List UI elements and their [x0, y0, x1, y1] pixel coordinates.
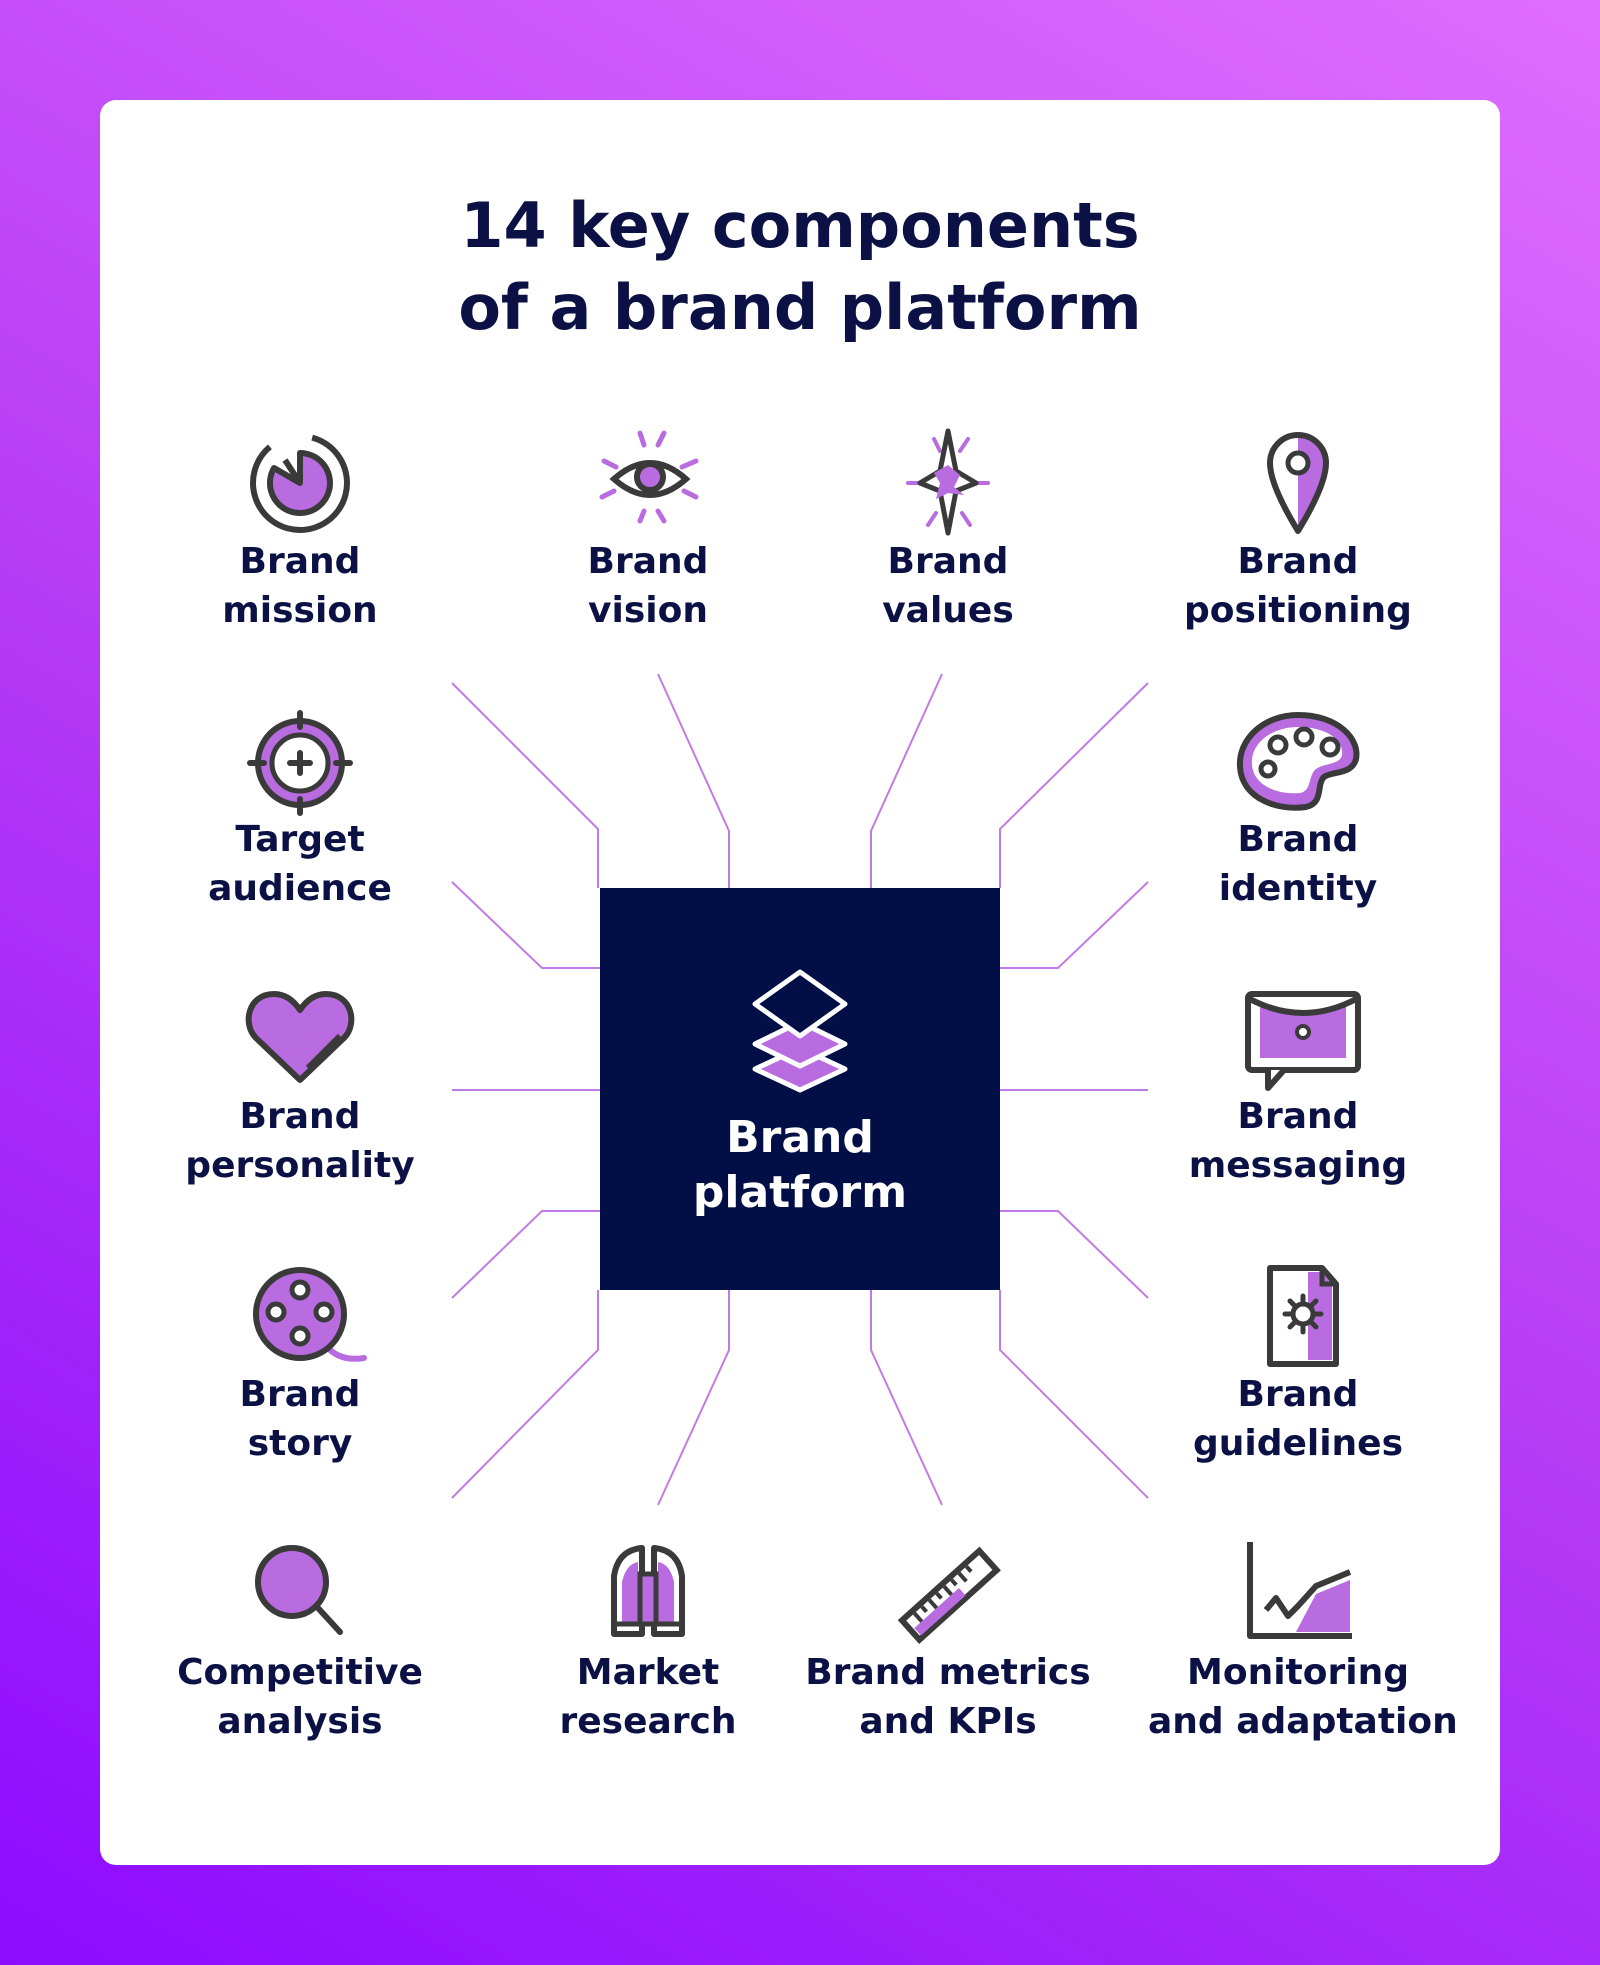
film-reel-icon: [253, 1267, 367, 1362]
label-line-2: research: [559, 1701, 737, 1742]
label-line-2: audience: [208, 868, 392, 909]
title-line-2: of a brand platform: [458, 271, 1142, 344]
center-label: Brand platform: [600, 1110, 1000, 1220]
label-line-2: messaging: [1188, 1145, 1408, 1186]
document-gear-icon: [1267, 1265, 1339, 1367]
label-line-1: Brand: [1237, 1374, 1359, 1415]
label-line-2: identity: [1218, 868, 1378, 909]
label-line-1: Brand: [239, 541, 361, 582]
label-line-1: Brand: [1237, 1096, 1359, 1137]
label-line-1: Brand: [239, 1096, 361, 1137]
map-pin-icon: [1267, 432, 1329, 534]
title-line-1: 14 key components: [460, 189, 1140, 262]
envelope-chat-icon: [1245, 991, 1361, 1091]
crosshair-icon: [247, 710, 353, 816]
layers-icon: [752, 969, 848, 1093]
label-line-1: Brand: [587, 541, 709, 582]
label-line-2: and KPIs: [859, 1701, 1037, 1742]
label-line-1: Monitoring: [1187, 1652, 1409, 1693]
star-sparkle-icon: [906, 428, 990, 536]
ruler-icon: [897, 1546, 1001, 1644]
label-line-1: Brand metrics: [805, 1652, 1091, 1693]
heart-icon: [245, 991, 355, 1083]
label-line-2: personality: [185, 1145, 415, 1186]
center-label-line-1: Brand: [726, 1112, 874, 1163]
label-line-1: Competitive: [177, 1652, 423, 1693]
label-line-2: story: [247, 1423, 353, 1464]
label-line-1: Brand: [887, 541, 1009, 582]
binoculars-icon: [611, 1545, 685, 1637]
label-line-1: Market: [576, 1652, 720, 1693]
label-line-1: Target: [235, 819, 365, 860]
page-title: 14 key components of a brand platform: [0, 185, 1600, 349]
label-line-2: mission: [222, 590, 378, 631]
label-line-2: vision: [588, 590, 708, 631]
label-line-1: Brand: [1237, 819, 1359, 860]
label-line-2: and adaptation: [1148, 1701, 1458, 1742]
label-line-1: Brand: [239, 1374, 361, 1415]
label-line-2: positioning: [1184, 590, 1412, 631]
label-line-1: Brand: [1237, 541, 1359, 582]
target-dial-icon: [250, 432, 350, 533]
label-line-2: guidelines: [1192, 1423, 1404, 1464]
brand-platform-box: Brand platform: [600, 888, 1000, 1290]
magnifier-icon: [255, 1545, 343, 1635]
palette-icon: [1236, 711, 1360, 811]
label-line-2: analysis: [217, 1701, 383, 1742]
center-label-line-2: platform: [692, 1167, 908, 1218]
area-chart-icon: [1247, 1542, 1352, 1639]
eye-icon: [599, 430, 699, 524]
label-line-2: values: [882, 590, 1014, 631]
